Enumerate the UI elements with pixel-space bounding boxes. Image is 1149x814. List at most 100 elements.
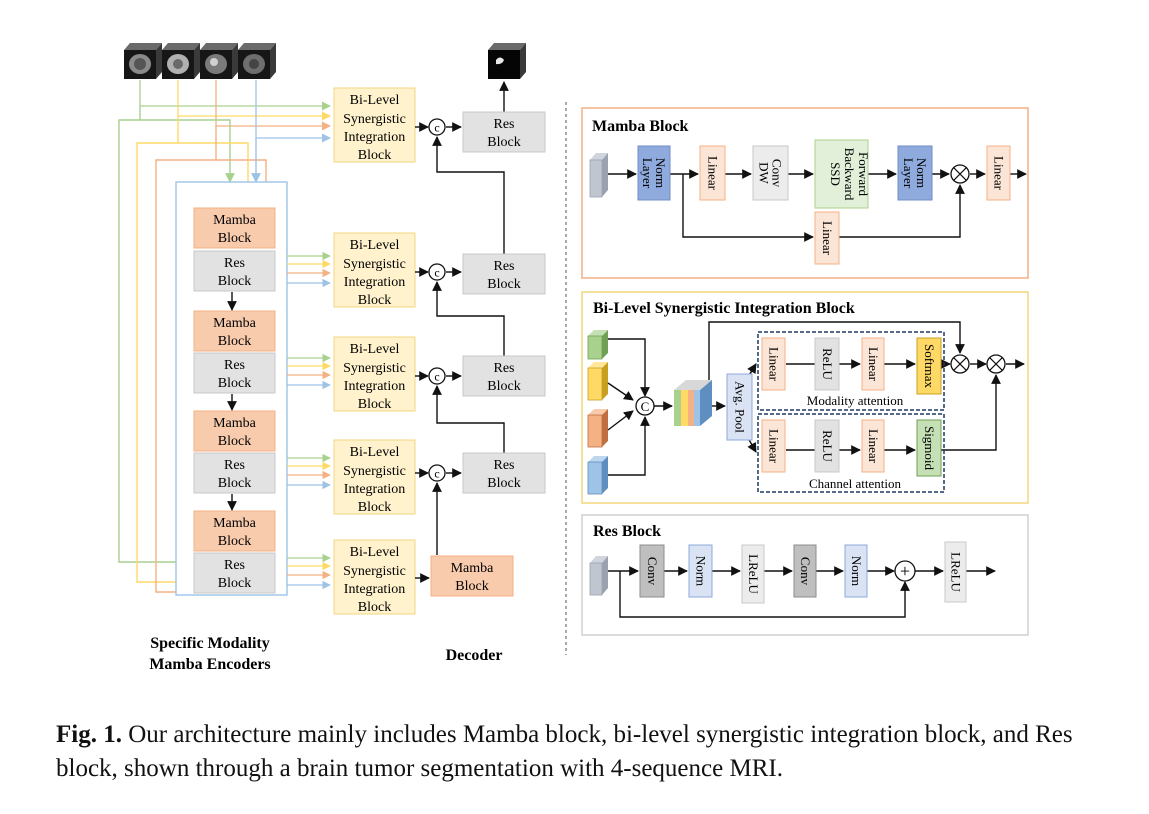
- svg-text:DWConv: DWConv: [757, 159, 785, 188]
- modality-attention-label: Modality attention: [807, 393, 904, 408]
- bsi-avg-pool: [726, 373, 753, 441]
- mri-volume-1: [124, 43, 162, 79]
- concat-circles: c c c c: [428, 118, 446, 482]
- svg-text:Bi-Level: Bi-Level: [350, 445, 400, 460]
- bsi-block-1: Bi-Level Synergistic Integration Block: [333, 87, 416, 163]
- svg-text:Integration: Integration: [344, 275, 405, 290]
- res-panel-title: Res Block: [593, 523, 661, 540]
- decoder-blocks: Res Block Res Block Res Block Res Block …: [430, 111, 546, 597]
- svg-text:LReLU: LReLU: [746, 554, 761, 594]
- mamba-linear-2: [814, 211, 840, 265]
- svg-text:Mamba: Mamba: [213, 416, 257, 431]
- encoder-mamba-block-3: [193, 410, 276, 452]
- svg-text:Block: Block: [358, 600, 391, 615]
- svg-text:Bi-Level: Bi-Level: [350, 238, 400, 253]
- svg-text:Synergistic: Synergistic: [343, 257, 406, 272]
- svg-text:ReLU: ReLU: [820, 348, 835, 380]
- svg-text:Block: Block: [218, 334, 251, 349]
- svg-text:Bi-Level: Bi-Level: [350, 93, 400, 108]
- svg-text:LayerNorm: LayerNorm: [640, 158, 668, 189]
- svg-text:Linear: Linear: [706, 156, 721, 191]
- svg-text:Block: Block: [487, 135, 520, 150]
- svg-text:Block: Block: [358, 500, 391, 515]
- encoder-to-bsi-lines: [287, 251, 331, 590]
- svg-text:Mamba: Mamba: [451, 561, 495, 576]
- modality-relu: [814, 337, 840, 391]
- svg-text:Block: Block: [218, 376, 251, 391]
- decoder-res-block-3: [462, 355, 546, 397]
- bsi-block-4: Bi-Level Synergistic Integration Block: [333, 439, 416, 515]
- svg-text:Synergistic: Synergistic: [343, 112, 406, 127]
- svg-text:Block: Block: [218, 274, 251, 289]
- res-lrelu-1: [741, 544, 765, 604]
- svg-text:Conv: Conv: [798, 557, 813, 586]
- mri-volume-4: [238, 43, 276, 79]
- svg-text:Linear: Linear: [866, 347, 881, 382]
- bsi-panel-title: Bi-Level Synergistic Integration Block: [593, 300, 855, 317]
- modality-attention-group: [757, 331, 945, 411]
- concat-node-4: [428, 464, 446, 482]
- modality-softmax: [916, 337, 942, 395]
- svg-text:Res: Res: [494, 361, 515, 376]
- channel-linear-1: [761, 419, 786, 473]
- svg-text:Res: Res: [224, 358, 245, 373]
- svg-text:SSD: SSD: [828, 162, 843, 186]
- svg-text:Bi-Level: Bi-Level: [350, 342, 400, 357]
- svg-text:c: c: [434, 266, 439, 280]
- encoder-caption-line-1: Specific Modality: [150, 635, 270, 652]
- concat-node-2: [428, 263, 446, 281]
- svg-text:Norm: Norm: [849, 556, 864, 586]
- figure-caption-label: Fig. 1.: [56, 721, 122, 748]
- svg-text:Bi-Level: Bi-Level: [350, 545, 400, 560]
- svg-text:Res: Res: [224, 558, 245, 573]
- decoder-mamba-block: [430, 555, 514, 597]
- res-block-panel: Res Block Conv Norm LReLU Conv Norm +: [581, 514, 1029, 636]
- bsi-concatenated-tensor: [674, 380, 712, 426]
- svg-text:Linear: Linear: [992, 156, 1007, 191]
- modality-linear-1: [761, 337, 786, 391]
- decoder-res-block-4: [462, 452, 546, 494]
- svg-text:Backward: Backward: [842, 148, 857, 201]
- modality-lines-top: [139, 80, 331, 143]
- bsi-blocks: Bi-Level Synergistic Integration Block B…: [333, 87, 416, 615]
- encoder-stage-2: Mamba Block Res Block: [193, 310, 276, 394]
- svg-text:Sigmoid: Sigmoid: [922, 426, 937, 471]
- modality-linear-2: [861, 337, 885, 391]
- mamba-block-panel: Mamba Block LayerNorm Linear DWConv Forw…: [581, 107, 1029, 279]
- svg-text:Block: Block: [358, 397, 391, 412]
- svg-text:c: c: [434, 121, 439, 135]
- res-conv-2: [793, 544, 817, 598]
- encoder-stage-3: Mamba Block Res Block: [193, 410, 276, 494]
- svg-text:Block: Block: [218, 476, 251, 491]
- res-conv-1: [639, 544, 665, 598]
- bsi-modality-tensors: [587, 330, 608, 495]
- res-input-tensor: [589, 556, 608, 596]
- concat-node-1: [428, 118, 446, 136]
- svg-text:Integration: Integration: [344, 379, 405, 394]
- svg-text:c: c: [434, 467, 439, 481]
- figure-caption-text: Our architecture mainly includes Mamba b…: [56, 721, 1073, 782]
- svg-text:Block: Block: [487, 476, 520, 491]
- svg-text:LayerNorm: LayerNorm: [901, 158, 929, 189]
- channel-attention-group: [757, 413, 945, 493]
- mamba-panel-title: Mamba Block: [592, 118, 689, 135]
- mamba-input-tensor: [589, 153, 608, 198]
- res-norm-1: [688, 544, 713, 598]
- bsi-block-3: Bi-Level Synergistic Integration Block: [333, 336, 416, 412]
- bsi-block-5: Bi-Level Synergistic Integration Block: [333, 539, 416, 615]
- encoder-stage-4: Mamba Block Res Block: [193, 510, 276, 594]
- encoder-mamba-block-4: [193, 510, 276, 552]
- encoder-caption-line-2: Mamba Encoders: [149, 656, 270, 673]
- svg-text:+: +: [900, 561, 910, 581]
- svg-text:Avg. Pool: Avg. Pool: [733, 381, 748, 433]
- svg-text:Integration: Integration: [344, 482, 405, 497]
- res-norm-2: [844, 544, 868, 598]
- bsi-panel: Bi-Level Synergistic Integration Block: [581, 291, 1029, 504]
- svg-text:Block: Block: [218, 576, 251, 591]
- bsi-block-2: Bi-Level Synergistic Integration Block: [333, 232, 416, 308]
- svg-text:Res: Res: [224, 256, 245, 271]
- svg-text:Linear: Linear: [866, 429, 881, 464]
- decoder-res-block-1: [462, 111, 546, 153]
- mamba-linear-1: [699, 145, 726, 201]
